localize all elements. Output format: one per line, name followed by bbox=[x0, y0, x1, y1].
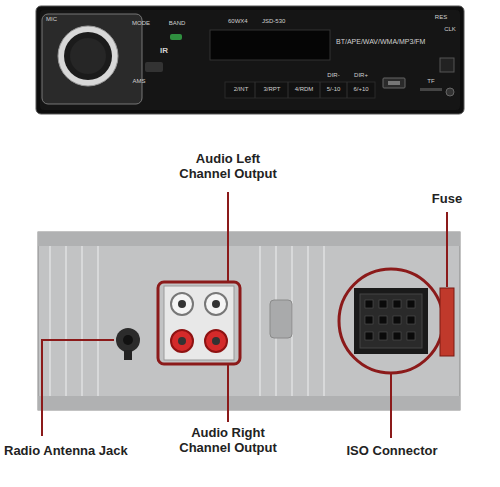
panel-marking: MIC bbox=[46, 16, 66, 23]
panel-marking: JSD-530 bbox=[262, 18, 302, 25]
panel-marking: TF bbox=[424, 78, 438, 85]
panel-marking: AMS bbox=[128, 78, 150, 85]
callout-label: Fuse bbox=[425, 192, 469, 207]
panel-marking: 5/-10 bbox=[320, 86, 347, 93]
panel-marking: 3/RPT bbox=[256, 86, 288, 93]
panel-marking: RES bbox=[430, 14, 452, 21]
callout-label: Audio Left Channel Output bbox=[170, 152, 286, 182]
panel-marking: MODE bbox=[128, 20, 154, 27]
panel-marking: CLK bbox=[440, 26, 460, 33]
panel-marking: BT/APE/WAV/WMA/MP3/FM bbox=[336, 38, 440, 46]
callout-label: Audio Right Channel Output bbox=[166, 426, 290, 456]
callout-label: Radio Antenna Jack bbox=[4, 444, 164, 459]
panel-marking: 60WX4 bbox=[228, 18, 258, 25]
panel-marking: DIR+ bbox=[347, 72, 375, 79]
panel-marking: 2/INT bbox=[226, 86, 256, 93]
panel-marking: BAND bbox=[164, 20, 190, 27]
panel-marking: DIR- bbox=[320, 72, 347, 79]
panel-marking: 4/RDM bbox=[288, 86, 320, 93]
panel-marking: 6/+10 bbox=[347, 86, 375, 93]
panel-marking: IR bbox=[160, 46, 174, 55]
callout-label: ISO Connector bbox=[330, 444, 454, 459]
